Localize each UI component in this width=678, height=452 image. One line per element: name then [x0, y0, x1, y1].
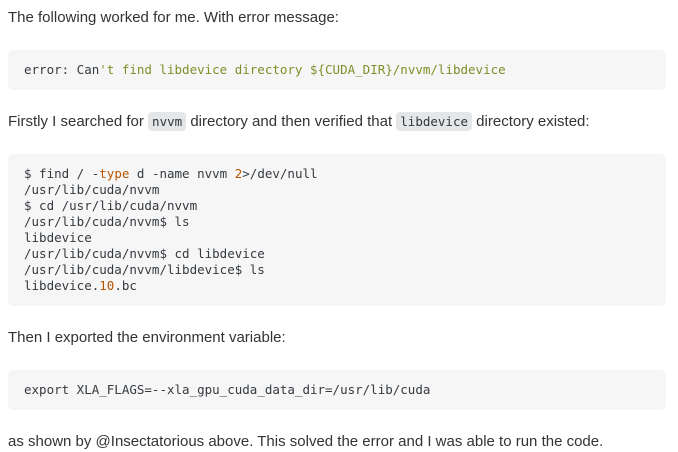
- find-command-post: >/dev/null: [242, 166, 318, 181]
- paragraph-intro: The following worked for me. With error …: [8, 8, 666, 28]
- code-line: libdevice.10.bc: [24, 278, 650, 294]
- error-plain-text: error: Can: [24, 62, 100, 77]
- find-command-keyword: type: [99, 166, 130, 181]
- find-command-pre: $ find / -: [24, 166, 100, 181]
- paragraph-export-intro-text: Then I exported the environment variable…: [8, 329, 286, 346]
- ls-output-number: 10: [99, 278, 115, 293]
- ls-output-pre: libdevice.: [24, 278, 100, 293]
- search-text-1: Firstly I searched for: [8, 113, 149, 130]
- inline-code-libdevice: libdevice: [396, 112, 473, 131]
- terminal-session-code: $ find / -type d -name nvvm 2>/dev/null/…: [24, 166, 650, 294]
- code-line: $ cd /usr/lib/cuda/nvvm: [24, 198, 198, 213]
- answer-body: The following worked for me. With error …: [0, 8, 678, 452]
- error-message-code-block: error: Can't find libdevice directory ${…: [8, 50, 666, 90]
- search-text-3: directory existed:: [472, 113, 590, 130]
- ls-output-post: .bc: [114, 278, 137, 293]
- export-variable-code-block: export XLA_FLAGS=--xla_gpu_cuda_data_dir…: [8, 370, 666, 410]
- paragraph-closing: as shown by @Insectatorious above. This …: [8, 432, 666, 452]
- code-line: error: Can't find libdevice directory ${…: [24, 62, 650, 78]
- paragraph-export-intro: Then I exported the environment variable…: [8, 328, 666, 348]
- search-text-2: directory and then verified that: [186, 113, 397, 130]
- code-line: /usr/lib/cuda/nvvm: [24, 182, 160, 197]
- error-string-text: 't find libdevice directory ${CUDA_DIR}/…: [99, 62, 506, 77]
- code-line: $ find / -type d -name nvvm 2>/dev/null: [24, 166, 650, 182]
- export-variable-code: export XLA_FLAGS=--xla_gpu_cuda_data_dir…: [24, 382, 650, 398]
- code-line: export XLA_FLAGS=--xla_gpu_cuda_data_dir…: [24, 382, 431, 397]
- code-line: /usr/lib/cuda/nvvm$ ls: [24, 214, 190, 229]
- terminal-session-code-block: $ find / -type d -name nvvm 2>/dev/null/…: [8, 154, 666, 306]
- code-line: /usr/lib/cuda/nvvm$ cd libdevice: [24, 246, 265, 261]
- paragraph-closing-text: as shown by @Insectatorious above. This …: [8, 433, 604, 450]
- inline-code-nvvm: nvvm: [148, 112, 187, 131]
- find-command-number: 2: [234, 166, 243, 181]
- paragraph-intro-text: The following worked for me. With error …: [8, 9, 339, 26]
- paragraph-search: Firstly I searched for nvvm directory an…: [8, 112, 666, 132]
- code-line: /usr/lib/cuda/nvvm/libdevice$ ls: [24, 262, 265, 277]
- code-line: libdevice: [24, 230, 92, 245]
- find-command-mid: d -name nvvm: [129, 166, 235, 181]
- error-message-code: error: Can't find libdevice directory ${…: [24, 62, 650, 78]
